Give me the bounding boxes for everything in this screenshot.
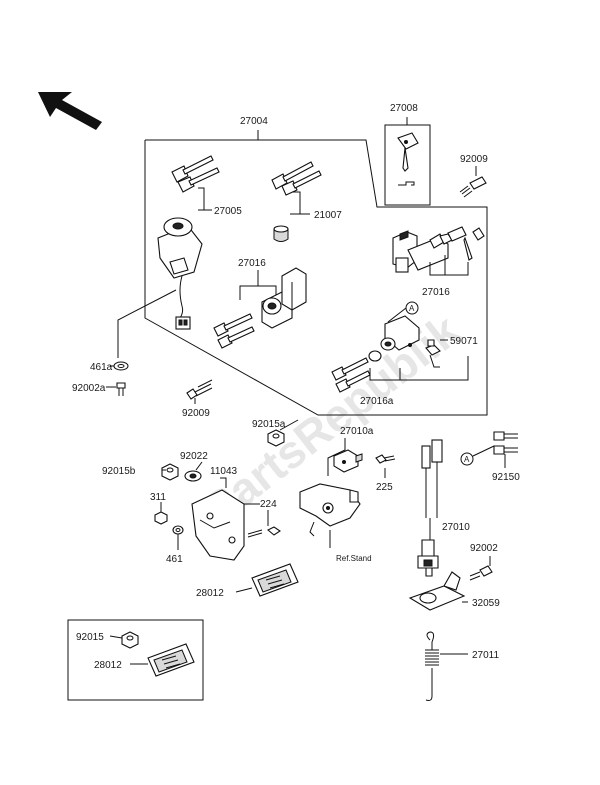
key-blank-27008-icon [397, 132, 419, 186]
bolt-92009-top-icon [459, 176, 487, 198]
label-27016a: 27016a [360, 396, 394, 407]
label-92009-top: 92009 [460, 154, 488, 165]
label-92002: 92002 [470, 543, 498, 554]
label-28012-inset: 28012 [94, 660, 122, 671]
callout-a-lower: A [464, 455, 470, 464]
label-27016-left: 27016 [238, 258, 266, 269]
reflector-28012-inset-icon [147, 643, 195, 677]
screw-224-icon [247, 526, 281, 538]
connector-27010-icon [421, 439, 443, 518]
label-92015b: 92015b [102, 466, 136, 477]
bolt-92009-bottom-icon [186, 379, 213, 400]
stand-switch-27010-icon [417, 539, 439, 577]
washer-92022-icon [184, 470, 202, 482]
callout-a-upper: A [409, 304, 415, 313]
label-27010a: 27010a [340, 426, 374, 437]
bracket-32059-icon [408, 571, 466, 611]
bolt-92002-icon [469, 565, 493, 581]
helmet-lock-27016-icon [392, 230, 449, 273]
inset-variant-box [67, 619, 204, 701]
label-92002a: 92002a [72, 383, 106, 394]
washer-461a-icon [113, 361, 129, 371]
bracket-11043-icon [191, 489, 245, 561]
key-pair-21007-icon [271, 161, 322, 196]
label-92015-inset: 92015 [76, 632, 104, 643]
lock-assembly-27016a-icon [380, 315, 420, 351]
nut-92015b-icon [161, 463, 179, 481]
label-21007: 21007 [314, 210, 342, 221]
label-92150: 92150 [492, 472, 520, 483]
label-59071: 59071 [450, 336, 478, 347]
seat-lock-27016-keys-icon [213, 313, 255, 349]
bracket-59071-icon [425, 339, 441, 368]
label-27008: 27008 [390, 103, 418, 114]
washer-461-icon [172, 525, 184, 535]
nut-92015-inset-icon [121, 631, 139, 649]
label-27016-right: 27016 [422, 287, 450, 298]
label-92022: 92022 [180, 451, 208, 462]
bolts-92150-icon [493, 431, 518, 455]
label-32059: 32059 [472, 598, 500, 609]
label-225: 225 [376, 482, 393, 493]
label-27005: 27005 [214, 206, 242, 217]
label-11043: 11043 [210, 466, 238, 477]
label-461: 461 [166, 554, 183, 565]
label-27011: 27011 [472, 650, 500, 661]
screw-225-icon [375, 454, 396, 464]
reference-stand-label: Ref.Stand [336, 554, 372, 563]
callout-a-circle-lower [460, 452, 474, 466]
nut-311-icon [154, 511, 168, 525]
ignition-switch-body-icon [157, 217, 203, 330]
front-direction-arrow-icon [38, 92, 102, 130]
side-stand-bracket-icon [299, 483, 361, 537]
label-224: 224 [260, 499, 277, 510]
lock-keys-27016a-icon [331, 350, 382, 393]
nut-92015a-icon [267, 429, 285, 447]
label-461a: 461a [90, 362, 113, 373]
label-28012-main: 28012 [196, 588, 224, 599]
bolt-92002a-icon [116, 382, 126, 396]
spring-27011-icon [425, 631, 439, 701]
helmet-lock-keys-icon [429, 226, 485, 261]
seat-lock-cylinder-icon [261, 267, 307, 329]
label-27004: 27004 [240, 116, 268, 127]
label-92015a: 92015a [252, 419, 286, 430]
ignition-key-pair-27005-icon [171, 155, 220, 193]
assembly-outline-27004 [144, 139, 488, 416]
label-311: 311 [150, 492, 166, 503]
label-27010: 27010 [442, 522, 470, 533]
key-cap-21007-icon [273, 225, 289, 242]
reflector-28012-icon [251, 563, 299, 597]
label-92009-bottom: 92009 [182, 408, 210, 419]
stand-switch-27010a-icon [333, 449, 363, 473]
